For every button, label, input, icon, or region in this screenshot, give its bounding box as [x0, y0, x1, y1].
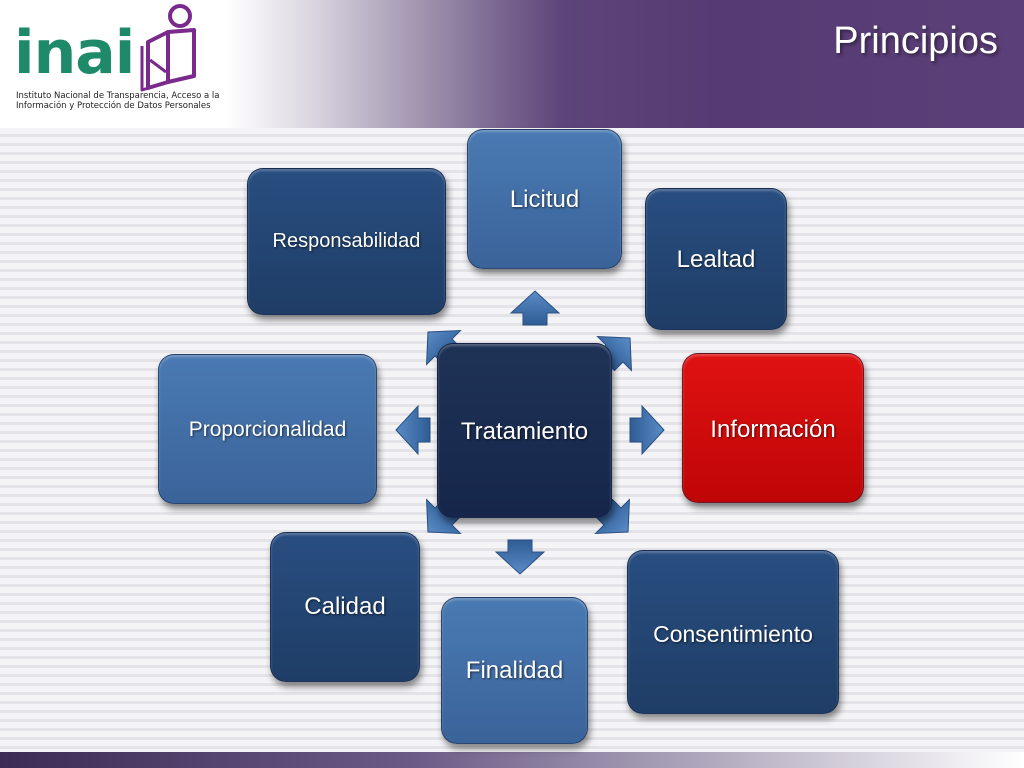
logo-wordmark: inai [14, 18, 135, 88]
principle-label: Lealtad [676, 246, 756, 273]
footer-band [0, 752, 1024, 768]
book-person-icon [140, 4, 196, 92]
arrow-down-icon [494, 539, 546, 575]
principle-responsabilidad: Responsabilidad [247, 168, 446, 315]
principle-calidad: Calidad [270, 532, 420, 682]
arrow-left-icon [395, 404, 431, 456]
principle-label: Licitud [509, 186, 580, 213]
principle-label: Responsabilidad [272, 230, 421, 252]
principle-label: Información [710, 416, 836, 443]
slide-title: Principios [833, 20, 998, 62]
arrow-up-icon [509, 290, 561, 326]
principle-lealtad: Lealtad [645, 188, 787, 330]
logo-caption: Instituto Nacional de Transparencia, Acc… [16, 91, 220, 111]
principle-licitud: Licitud [467, 129, 622, 269]
principle-finalidad: Finalidad [441, 597, 588, 744]
principle-label: Consentimiento [653, 621, 813, 647]
center-label: Tratamiento [460, 418, 589, 445]
principle-label: Finalidad [465, 657, 564, 684]
arrow-up-right-icon [596, 335, 633, 372]
principle-label: Calidad [304, 593, 386, 620]
principle-label: Proporcionalidad [188, 418, 347, 441]
principle-proporcionalidad: Proporcionalidad [158, 354, 377, 504]
principle-consentimiento: Consentimiento [627, 550, 839, 714]
center-box-tratamiento: Tratamiento [437, 343, 612, 518]
arrow-right-icon [629, 404, 665, 456]
principle-informacion: Información [682, 353, 864, 503]
